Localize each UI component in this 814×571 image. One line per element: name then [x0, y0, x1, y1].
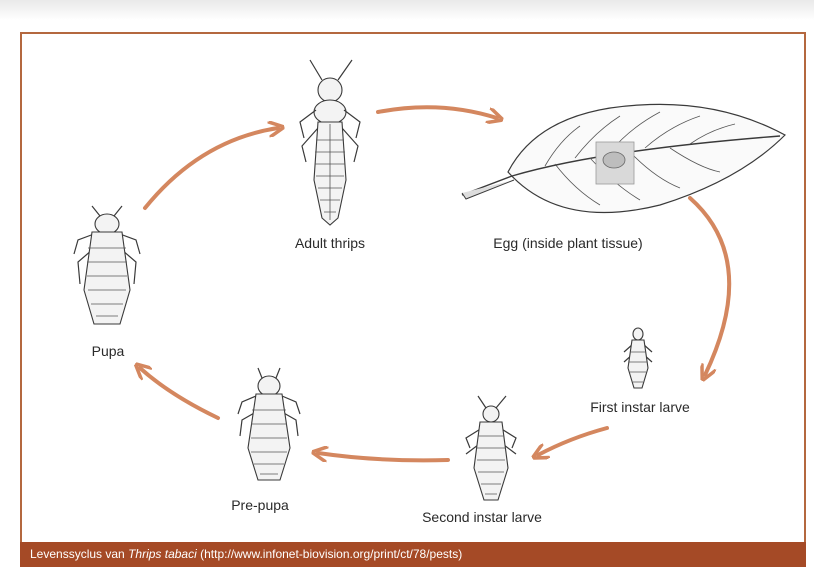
label-first-instar: First instar larve	[590, 399, 690, 415]
leaf-illustration	[462, 104, 785, 212]
arrow-pre-pupa-to-pupa	[140, 368, 218, 418]
arrow-first-to-second-instar	[538, 428, 607, 455]
caption-prefix: Levenssyclus van	[30, 547, 128, 561]
adult-thrips-illustration	[300, 60, 360, 225]
arrow-egg-to-first-instar	[690, 198, 729, 375]
second-instar-larva-illustration	[466, 396, 516, 500]
caption-bar: Levenssyclus van Thrips tabaci (http://w…	[20, 542, 806, 567]
label-second-instar: Second instar larve	[422, 509, 542, 525]
caption-species: Thrips tabaci	[128, 547, 197, 561]
egg-icon	[603, 152, 625, 168]
arrow-pupa-to-adult	[145, 128, 278, 208]
label-adult-thrips: Adult thrips	[295, 235, 365, 251]
label-pre-pupa: Pre-pupa	[231, 497, 289, 513]
label-pupa: Pupa	[92, 343, 125, 359]
first-instar-larva-illustration	[624, 328, 652, 388]
pupa-illustration	[74, 206, 140, 324]
label-egg: Egg (inside plant tissue)	[493, 235, 642, 251]
arrow-adult-to-egg	[378, 107, 497, 118]
caption-source-link: (http://www.infonet-biovision.org/print/…	[197, 547, 462, 561]
pre-pupa-illustration	[238, 368, 300, 480]
arrow-second-instar-to-pre-pupa	[318, 453, 448, 460]
